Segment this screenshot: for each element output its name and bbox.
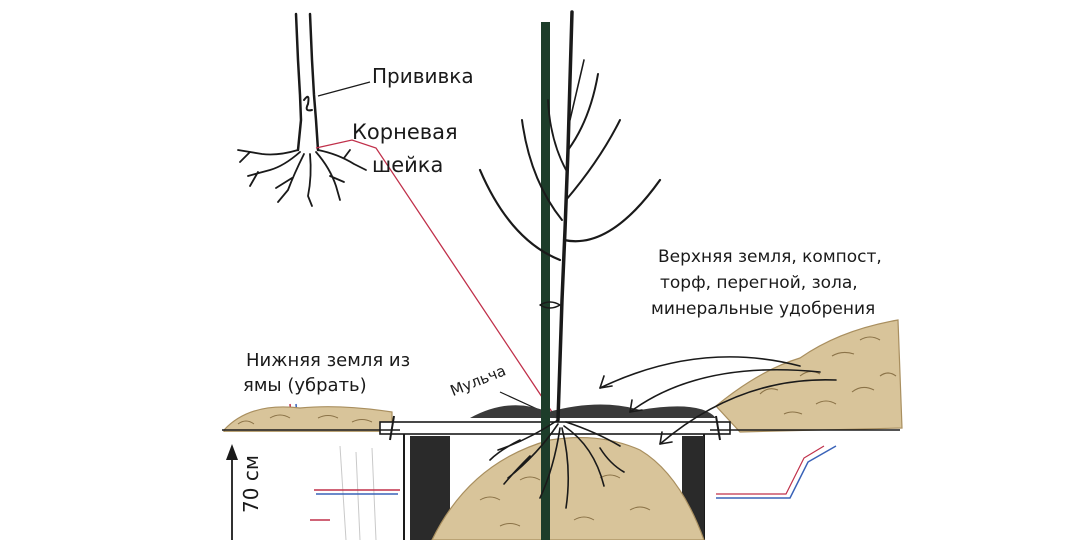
sapling-roots [489, 419, 625, 509]
inset-sapling [237, 12, 367, 207]
subsoil-pile [223, 406, 393, 433]
depth-marker [226, 444, 238, 540]
root-collar-pointer [315, 139, 557, 419]
topsoil-label-line3: минеральные удобрения [651, 299, 876, 319]
root-collar-label-line2: шейка [372, 153, 444, 177]
transfer-arrows [599, 356, 837, 445]
sapling [478, 10, 662, 422]
mulch-mound [470, 404, 716, 418]
subsoil-label-line2: ямы (убрать) [243, 375, 367, 396]
topsoil-pile [715, 319, 903, 433]
planting-pit [220, 415, 900, 540]
root-collar-label-line1: Корневая [352, 120, 458, 144]
topsoil-label-line1: Верхняя земля, компост, [658, 247, 882, 267]
graft-pointer [317, 81, 371, 97]
depth-label: 70 см [238, 455, 263, 513]
subsoil-label-line1: Нижняя земля из [246, 350, 411, 371]
topsoil-label-line2: торф, перегной, зола, [660, 273, 858, 293]
support-stake [541, 22, 550, 540]
graft-label: Прививка [372, 64, 474, 88]
